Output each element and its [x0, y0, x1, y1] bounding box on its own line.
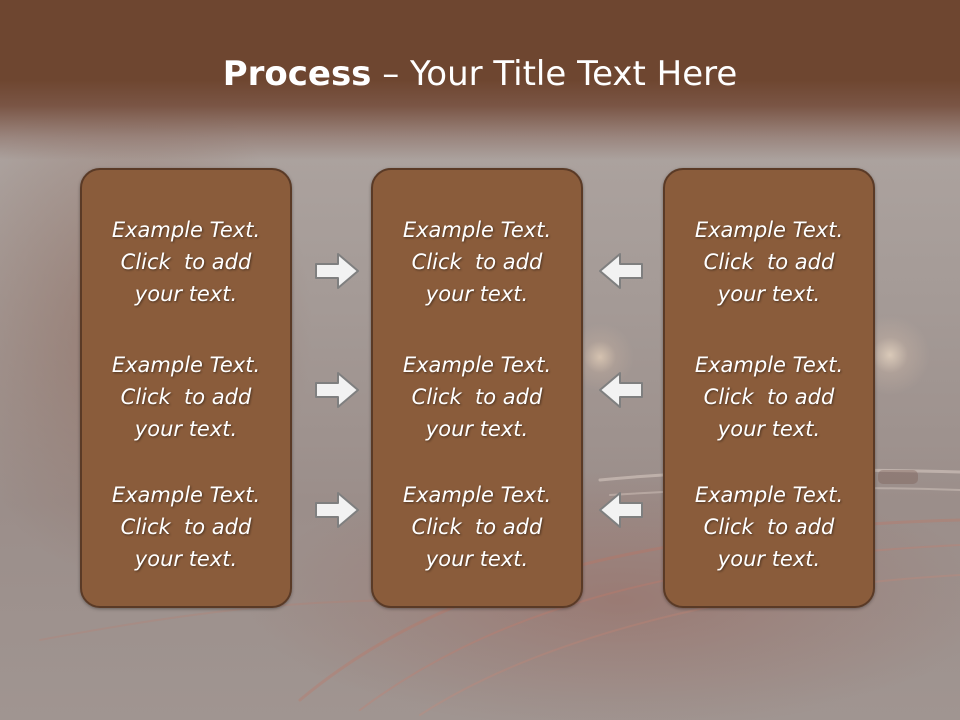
text-line: your text. — [134, 282, 238, 306]
text-block[interactable]: Example Text. Click to add your text. — [665, 214, 873, 310]
text-line: your text. — [717, 547, 821, 571]
text-line: Example Text. — [111, 353, 261, 377]
left-arrow-icon[interactable] — [598, 251, 644, 291]
title-rest: – Your Title Text Here — [371, 54, 738, 94]
text-line: Click to add — [120, 515, 252, 539]
right-panel[interactable]: Example Text. Click to add your text. Ex… — [663, 168, 875, 608]
text-block[interactable]: Example Text. Click to add your text. — [665, 479, 873, 575]
text-block[interactable]: Example Text. Click to add your text. — [82, 349, 290, 445]
slide-title[interactable]: Process – Your Title Text Here — [0, 52, 960, 96]
text-line: Click to add — [411, 385, 543, 409]
left-arrow-icon[interactable] — [598, 490, 644, 530]
text-block[interactable]: Example Text. Click to add your text. — [373, 214, 581, 310]
text-block[interactable]: Example Text. Click to add your text. — [82, 479, 290, 575]
text-line: your text. — [425, 282, 529, 306]
text-block[interactable]: Example Text. Click to add your text. — [665, 349, 873, 445]
text-block[interactable]: Example Text. Click to add your text. — [82, 214, 290, 310]
text-line: Example Text. — [694, 353, 844, 377]
text-line: Example Text. — [111, 483, 261, 507]
text-line: your text. — [717, 282, 821, 306]
text-line: Click to add — [120, 385, 252, 409]
text-line: Example Text. — [402, 218, 552, 242]
title-bold: Process — [222, 54, 372, 94]
text-line: your text. — [425, 547, 529, 571]
text-line: your text. — [134, 417, 238, 441]
center-panel[interactable]: Example Text. Click to add your text. Ex… — [371, 168, 583, 608]
title-bar — [0, 0, 960, 160]
text-line: Click to add — [703, 250, 835, 274]
text-line: Example Text. — [402, 483, 552, 507]
text-block[interactable]: Example Text. Click to add your text. — [373, 349, 581, 445]
text-line: your text. — [717, 417, 821, 441]
text-line: Example Text. — [694, 483, 844, 507]
text-line: your text. — [425, 417, 529, 441]
text-line: Click to add — [120, 250, 252, 274]
right-arrow-icon[interactable] — [314, 370, 360, 410]
text-line: your text. — [134, 547, 238, 571]
text-line: Example Text. — [111, 218, 261, 242]
right-arrow-icon[interactable] — [314, 251, 360, 291]
text-line: Click to add — [703, 515, 835, 539]
text-line: Click to add — [411, 250, 543, 274]
text-line: Example Text. — [402, 353, 552, 377]
text-line: Example Text. — [694, 218, 844, 242]
left-panel[interactable]: Example Text. Click to add your text. Ex… — [80, 168, 292, 608]
text-block[interactable]: Example Text. Click to add your text. — [373, 479, 581, 575]
left-arrow-icon[interactable] — [598, 370, 644, 410]
right-arrow-icon[interactable] — [314, 490, 360, 530]
text-line: Click to add — [411, 515, 543, 539]
text-line: Click to add — [703, 385, 835, 409]
